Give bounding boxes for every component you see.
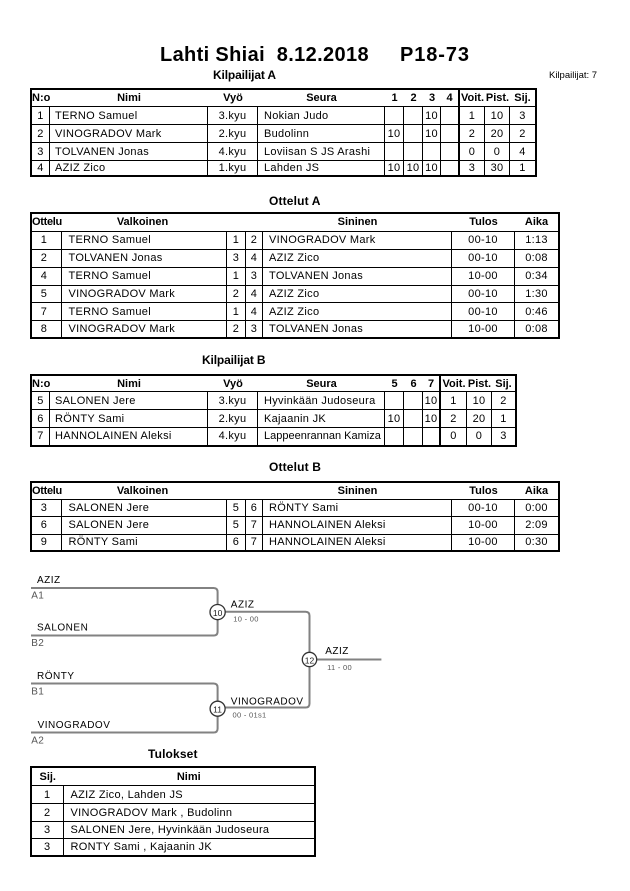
svg-text:AZIZ: AZIZ xyxy=(325,646,349,657)
svg-text:B1: B1 xyxy=(31,687,44,698)
svg-text:B2: B2 xyxy=(31,638,44,649)
svg-text:12: 12 xyxy=(305,656,315,666)
svg-text:10: 10 xyxy=(213,608,223,618)
svg-text:10 - 00: 10 - 00 xyxy=(233,615,258,624)
svg-text:11: 11 xyxy=(213,705,222,715)
svg-text:AZIZ: AZIZ xyxy=(37,575,61,586)
svg-text:SALONEN: SALONEN xyxy=(37,623,88,634)
svg-text:A1: A1 xyxy=(31,590,44,601)
svg-text:00 - 01s1: 00 - 01s1 xyxy=(233,710,267,719)
svg-text:A2: A2 xyxy=(31,735,44,746)
svg-text:AZIZ: AZIZ xyxy=(231,599,255,610)
svg-text:VINOGRADOV: VINOGRADOV xyxy=(38,720,111,731)
svg-text:RÖNTY: RÖNTY xyxy=(37,670,75,682)
svg-text:11 - 00: 11 - 00 xyxy=(327,663,352,672)
svg-text:VINOGRADOV: VINOGRADOV xyxy=(231,696,304,707)
